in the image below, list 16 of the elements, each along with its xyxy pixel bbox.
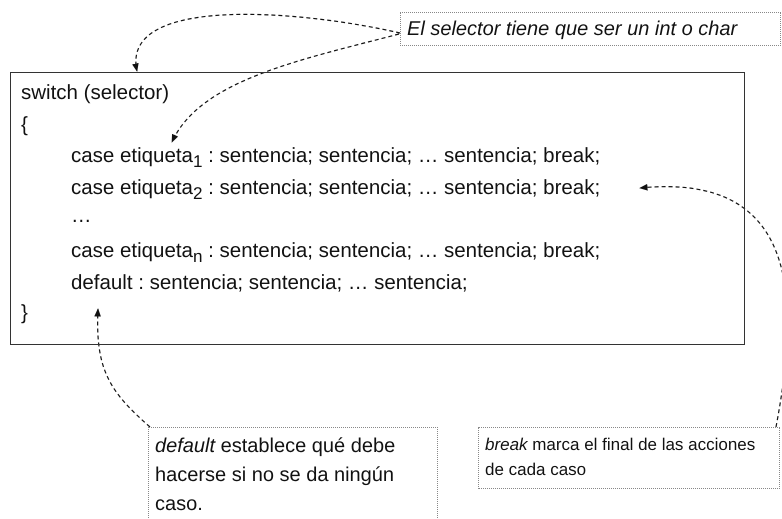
code-line: … bbox=[71, 204, 92, 228]
note-callout: default establece qué debe hacerse si no se da ningún caso. bbox=[148, 427, 438, 519]
code-line: } bbox=[21, 301, 28, 325]
code-line: switch (selector) bbox=[21, 81, 170, 105]
leader-line bbox=[171, 33, 400, 143]
code-line: { bbox=[21, 113, 28, 137]
code-line: case etiqueta$_{1}$ : sentencia; sentencia; … sentencia; break; bbox=[71, 144, 600, 174]
code-line: case etiqueta$_{2}$ : sentencia; sentencia; … sentencia; break; bbox=[71, 176, 600, 206]
code-line: case etiqueta$_{n}$ : sentencia; sentencia; … sentencia; break; bbox=[71, 239, 600, 268]
leader-line bbox=[134, 14, 400, 72]
leader-line bbox=[94, 308, 150, 428]
note-callout: El selector tiene que ser un int o char bbox=[400, 12, 781, 46]
leader-line bbox=[639, 184, 782, 428]
note-callout: break marca el final de las acciones de cada caso bbox=[478, 427, 780, 489]
code-box bbox=[10, 72, 745, 345]
code-line: default : sentencia; sentencia; … sentencia; bbox=[71, 271, 468, 295]
